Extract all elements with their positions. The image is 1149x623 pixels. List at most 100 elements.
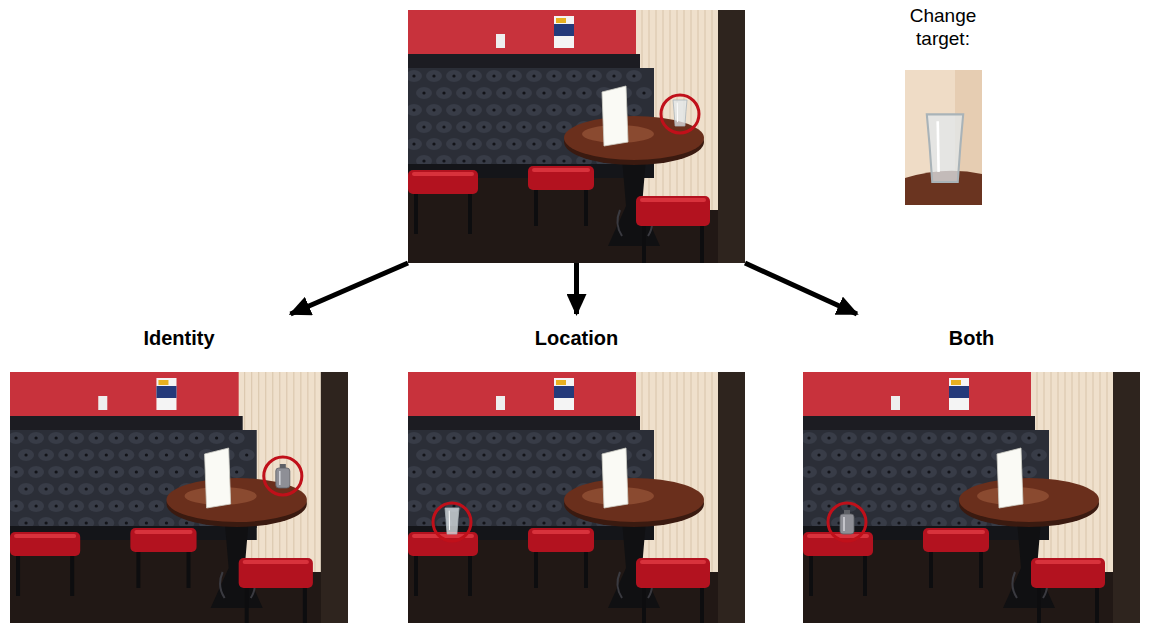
tuft-puff bbox=[58, 483, 74, 495]
tuft-puff bbox=[416, 483, 432, 495]
tuft-puff bbox=[229, 432, 245, 444]
tuft-puff bbox=[209, 432, 225, 444]
tuft-button bbox=[522, 487, 525, 490]
tuft-puff bbox=[1021, 432, 1037, 444]
tuft-puff bbox=[841, 432, 857, 444]
poster-band bbox=[554, 386, 574, 398]
stool-seat bbox=[408, 170, 478, 194]
tuft-puff bbox=[506, 104, 522, 116]
tuft-button bbox=[55, 504, 58, 507]
tuft-button bbox=[552, 108, 555, 111]
tuft-puff bbox=[506, 432, 522, 444]
tuft-puff bbox=[526, 500, 542, 512]
tuft-puff bbox=[941, 466, 957, 478]
tuft-button bbox=[857, 487, 860, 490]
tuft-button bbox=[897, 453, 900, 456]
tuft-button bbox=[432, 142, 435, 145]
tuft-button bbox=[492, 74, 495, 77]
change-marker bbox=[264, 457, 302, 495]
stool-leg bbox=[863, 556, 867, 596]
tuft-button bbox=[85, 487, 88, 490]
tuft-button bbox=[14, 470, 17, 473]
white-cup bbox=[496, 34, 505, 48]
tuft-button bbox=[412, 108, 415, 111]
tuft-puff bbox=[408, 466, 422, 478]
tuft-puff bbox=[486, 138, 502, 150]
tuft-button bbox=[532, 74, 535, 77]
tuft-button bbox=[452, 108, 455, 111]
tuft-puff bbox=[811, 483, 827, 495]
stool-leg bbox=[809, 556, 813, 596]
tuft-button bbox=[14, 504, 17, 507]
stool-seat bbox=[528, 166, 594, 190]
tuft-puff bbox=[921, 466, 937, 478]
poster-band bbox=[554, 24, 574, 36]
stool-seat bbox=[528, 528, 594, 552]
wall-panel-line bbox=[705, 10, 706, 210]
tuft-puff bbox=[496, 449, 512, 461]
door-frame bbox=[321, 372, 348, 623]
tuft-puff bbox=[496, 87, 512, 99]
wall-panel-line bbox=[1093, 372, 1094, 572]
tuft-puff bbox=[546, 138, 562, 150]
tuft-button bbox=[927, 470, 930, 473]
tuft-button bbox=[165, 521, 168, 524]
tuft-button bbox=[512, 470, 515, 473]
tuft-puff bbox=[636, 87, 652, 99]
tuft-button bbox=[632, 436, 635, 439]
tuft-button bbox=[917, 487, 920, 490]
tuft-button bbox=[185, 453, 188, 456]
tuft-button bbox=[175, 470, 178, 473]
tuft-button bbox=[532, 142, 535, 145]
stool-highlight bbox=[243, 560, 309, 564]
stool-leg bbox=[642, 226, 646, 263]
tuft-puff bbox=[426, 466, 442, 478]
poster bbox=[156, 378, 176, 410]
tuft-puff bbox=[556, 87, 572, 99]
tuft-puff bbox=[486, 466, 502, 478]
tuft-puff bbox=[416, 121, 432, 133]
condition-heading: Identity bbox=[10, 314, 348, 350]
tuft-button bbox=[612, 436, 615, 439]
tuft-button bbox=[632, 74, 635, 77]
tuft-button bbox=[1037, 453, 1040, 456]
tuft-button bbox=[145, 453, 148, 456]
wall-ledge bbox=[408, 54, 640, 68]
tuft-button bbox=[24, 487, 27, 490]
tuft-puff bbox=[426, 70, 442, 82]
stool-highlight bbox=[640, 198, 706, 202]
tuft-puff bbox=[626, 70, 642, 82]
table-top bbox=[564, 478, 704, 522]
tuft-puff bbox=[68, 432, 84, 444]
white-cup bbox=[891, 396, 900, 410]
tuft-button bbox=[432, 436, 435, 439]
wall-ledge bbox=[803, 416, 1035, 430]
tuft-puff bbox=[891, 483, 907, 495]
tuft-button bbox=[522, 125, 525, 128]
stool-seat bbox=[636, 196, 710, 226]
change-marker bbox=[661, 95, 699, 133]
tuft-puff bbox=[586, 466, 602, 478]
tuft-button bbox=[957, 487, 960, 490]
stool-leg bbox=[979, 552, 983, 588]
tuft-puff bbox=[981, 432, 997, 444]
tuft-button bbox=[55, 436, 58, 439]
scene-photo bbox=[408, 10, 745, 263]
tuft-button bbox=[135, 436, 138, 439]
tuft-puff bbox=[636, 449, 652, 461]
tuft-button bbox=[145, 487, 148, 490]
pint-glass bbox=[673, 100, 687, 126]
tuft-button bbox=[452, 142, 455, 145]
tuft-button bbox=[85, 521, 88, 524]
scene-panel: Location bbox=[408, 314, 745, 623]
tuft-button bbox=[235, 470, 238, 473]
tuft-button bbox=[155, 504, 158, 507]
tuft-button bbox=[24, 453, 27, 456]
tuft-button bbox=[452, 74, 455, 77]
tuft-puff bbox=[88, 466, 104, 478]
tuft-button bbox=[472, 504, 475, 507]
tuft-button bbox=[502, 487, 505, 490]
tuft-puff bbox=[941, 432, 957, 444]
tuft-button bbox=[522, 91, 525, 94]
